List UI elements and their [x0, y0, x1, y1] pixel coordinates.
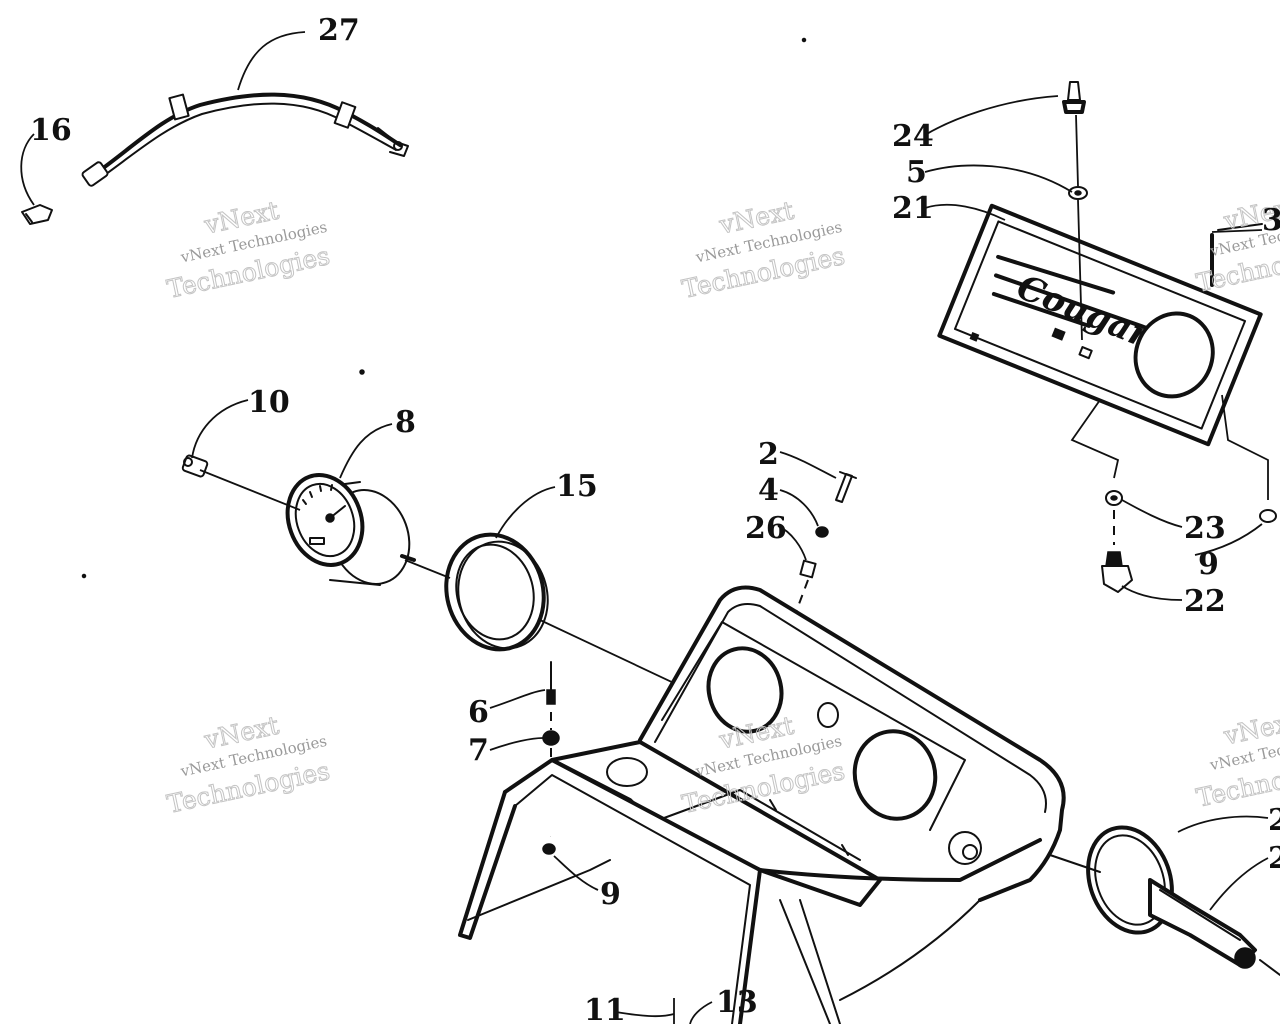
part-number-11: 11 [584, 993, 626, 1024]
grommet-9-right [1259, 509, 1277, 523]
emblem-plate-21: Cougar [937, 203, 1263, 447]
nut-7 [542, 730, 560, 746]
hardware-axis-line [795, 579, 809, 613]
washer-4 [815, 526, 829, 538]
fastener-24 [1062, 81, 1086, 114]
nut-26 [799, 559, 817, 579]
part-number-27: 27 [318, 13, 360, 48]
bolt-6 [546, 661, 556, 705]
bezel-ring-15 [444, 532, 549, 652]
part-number-22: 22 [1184, 584, 1226, 619]
nut-23 [1105, 490, 1123, 506]
part-number-4: 4 [758, 473, 779, 508]
watermark-4: vNext vNext Technologies Technologies [164, 710, 333, 819]
part-number-7: 7 [468, 733, 489, 768]
part-number-2-upper-right: 2 [1268, 803, 1280, 838]
part-number-15: 15 [556, 469, 598, 504]
part-number-8: 8 [395, 405, 416, 440]
part-number-13: 13 [716, 985, 758, 1020]
part-number-26: 26 [745, 511, 787, 546]
part-number-5: 5 [906, 155, 927, 190]
part-number-9-right: 9 [1198, 547, 1219, 582]
part-number-2-lower-right: 2 [1268, 841, 1280, 876]
console-housing [458, 585, 1066, 1024]
socket-10 [181, 454, 209, 478]
plate-fastener-axis [1075, 114, 1083, 341]
wire-harness-27 [81, 92, 409, 187]
bulb-socket-22 [1101, 551, 1133, 593]
part-number-3: 3 [1262, 203, 1280, 238]
part-number-16: 16 [30, 113, 72, 148]
part-number-21: 21 [892, 191, 934, 226]
part-number-6: 6 [468, 695, 489, 730]
part-number-callouts: 27 16 24 5 21 3 10 8 15 2 4 26 23 9 22 6… [30, 13, 1280, 1024]
plate-bracket-line [1070, 399, 1120, 479]
watermark-1: vNext vNext Technologies Technologies [164, 195, 333, 304]
watermark-6: vNext vNext Technologies Technologies [1193, 706, 1280, 813]
part-number-10: 10 [248, 385, 290, 420]
watermark-2: vNext vNext Technologies Technologies [679, 195, 848, 304]
bracket-3 [1210, 223, 1263, 287]
watermark-3: vNext vNext Technologies Technologies [1193, 191, 1280, 298]
screw-2 [835, 471, 857, 503]
key-switch-ring [1049, 825, 1280, 976]
grommet-9-left [542, 843, 556, 855]
part-number-2: 2 [758, 437, 779, 472]
part-number-9-left: 9 [600, 877, 621, 912]
right-bracket-line [1221, 394, 1269, 500]
bulb-16 [21, 204, 53, 225]
part-number-23: 23 [1184, 511, 1226, 546]
leader-lines [20, 31, 1269, 1024]
gauge-8 [285, 473, 416, 586]
part-number-24: 24 [892, 119, 934, 154]
scan-specks [81, 37, 807, 579]
washer-5 [1068, 186, 1088, 200]
